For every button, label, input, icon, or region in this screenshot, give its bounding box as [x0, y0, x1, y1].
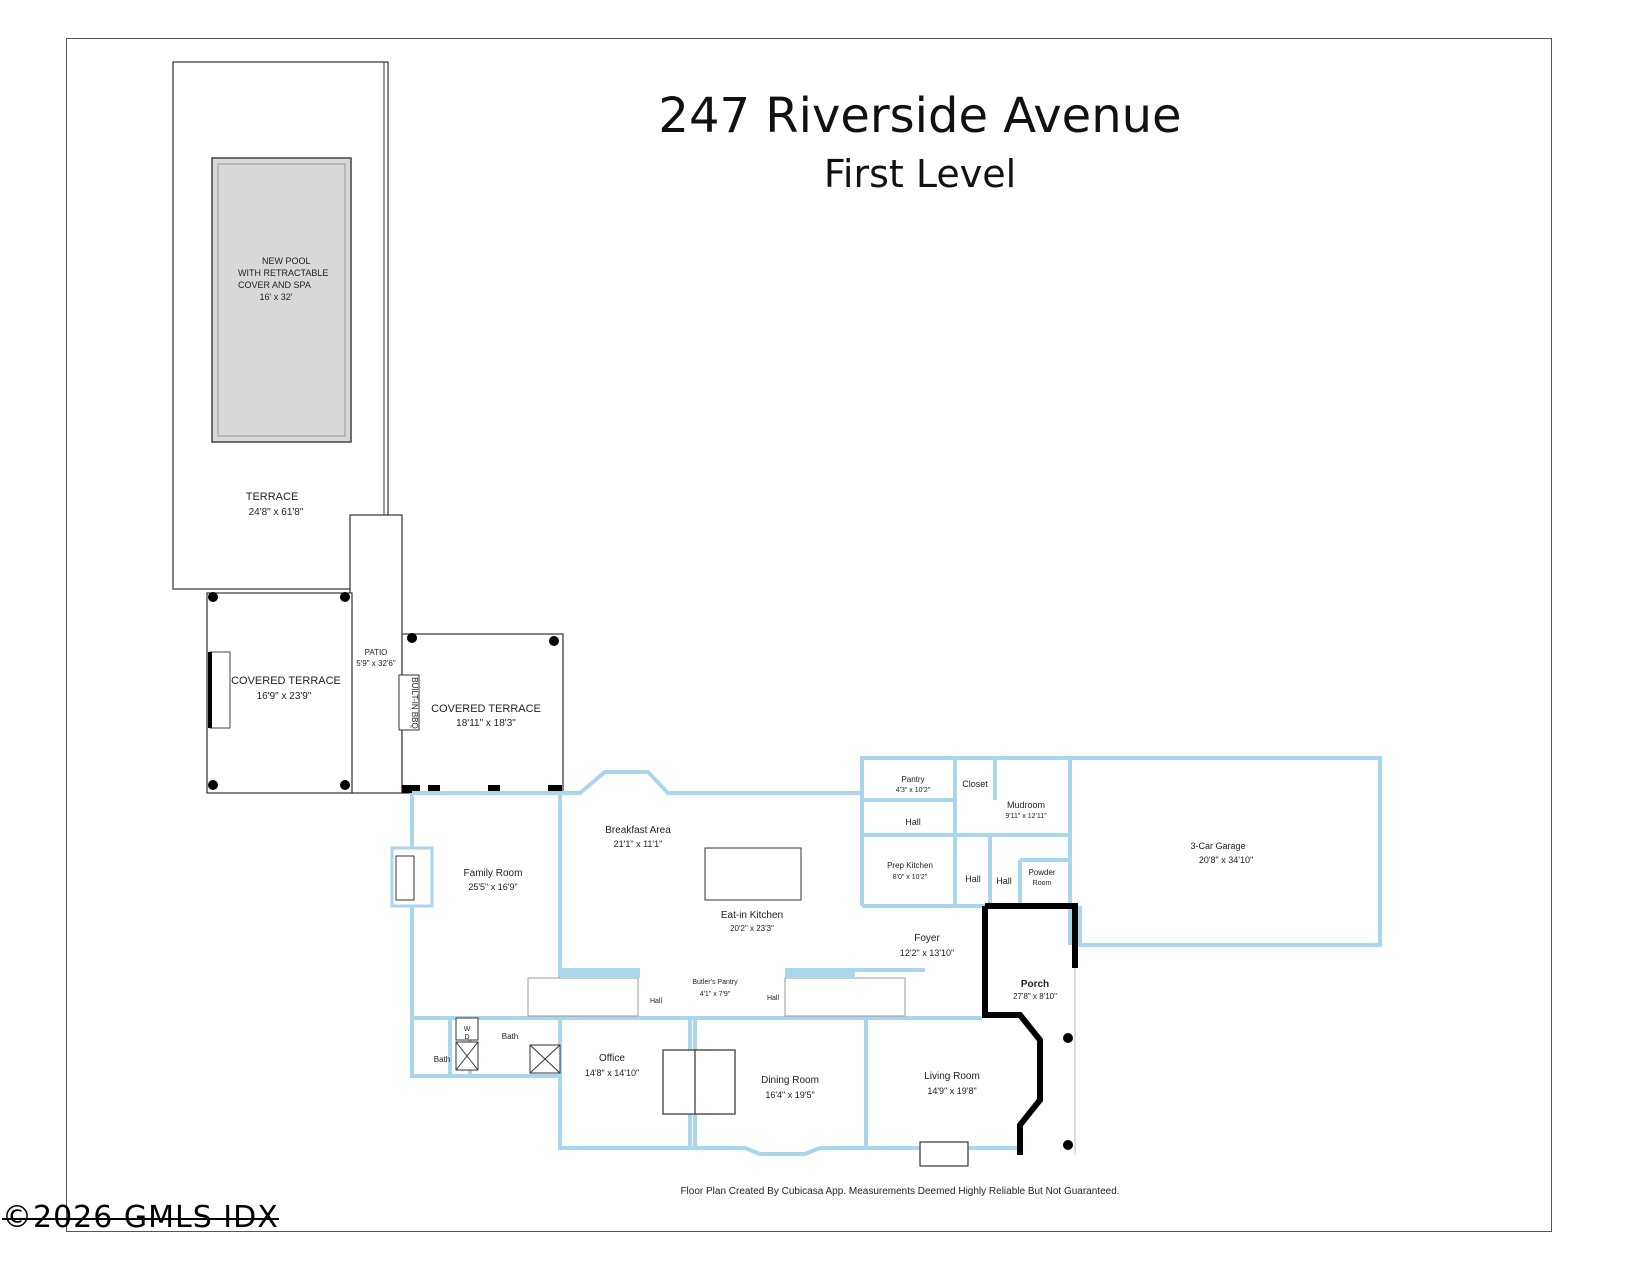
- hall-mid1-label: Hall: [965, 874, 981, 884]
- covered-terrace-left-area: [206, 592, 353, 794]
- office-dims: 14'8" x 14'10": [585, 1068, 639, 1078]
- eat-in-kitchen-label: Eat-in Kitchen: [721, 910, 783, 921]
- covered-terrace-left-dims: 16'9" x 23'9": [257, 691, 312, 702]
- svg-text:COVER AND SPA: COVER AND SPA: [238, 280, 311, 290]
- prep-kitchen-label: Prep Kitchen: [887, 861, 933, 870]
- patio-label: PATIO: [365, 648, 388, 657]
- mudroom-label: Mudroom: [1007, 800, 1045, 810]
- terrace-area: [172, 61, 389, 590]
- office-label: Office: [599, 1053, 625, 1064]
- powder-room-label-2: Room: [1033, 880, 1052, 887]
- dining-room-dims: 16'4" x 19'5": [765, 1090, 814, 1100]
- living-room-dims: 14'9" x 19'8": [927, 1086, 976, 1096]
- hall-upper-label: Hall: [905, 817, 921, 827]
- living-room-label: Living Room: [924, 1071, 980, 1082]
- plan-address-title: 247 Riverside Avenue: [658, 88, 1182, 144]
- watermark: ©2026 GMLS IDX: [2, 1200, 279, 1235]
- garage-dims: 20'8" x 34'10": [1199, 855, 1253, 865]
- pantry-dims: 4'3" x 10'2": [896, 787, 931, 794]
- bath-left-label: Bath: [434, 1055, 450, 1064]
- washer-label: W: [464, 1026, 471, 1033]
- house-walls: [410, 756, 1382, 1156]
- family-room-label: Family Room: [464, 868, 523, 879]
- terrace-label: TERRACE: [246, 491, 299, 503]
- mudroom-dims: 9'11" x 12'11": [1005, 813, 1047, 820]
- hall-small-left-label: Hall: [650, 998, 663, 1005]
- garage-label: 3-Car Garage: [1190, 841, 1245, 851]
- builtin-bbq-label: BUILT-IN BBQ: [410, 677, 419, 728]
- hall-small-right-label: Hall: [767, 995, 780, 1002]
- foyer-dims: 12'2" x 13'10": [900, 948, 954, 958]
- porch-label: Porch: [1021, 979, 1049, 990]
- closet-label: Closet: [962, 779, 988, 789]
- prep-kitchen-dims: 8'0" x 10'2": [893, 874, 928, 881]
- porch-wall: [985, 903, 1078, 968]
- dining-room-label: Dining Room: [761, 1075, 819, 1086]
- breakfast-area-label: Breakfast Area: [605, 825, 671, 836]
- dryer-label: D: [464, 1034, 469, 1041]
- covered-terrace-left-label: COVERED TERRACE: [231, 675, 341, 687]
- butlers-pantry-dims: 4'1" x 7'9": [700, 991, 731, 998]
- covered-terrace-right-dims: 18'11" x 18'3": [456, 718, 516, 729]
- breakfast-area-dims: 21'1" x 11'1": [614, 839, 663, 849]
- foyer-label: Foyer: [914, 933, 940, 944]
- svg-text:NEW POOL: NEW POOL: [262, 256, 311, 266]
- bath-right-label: Bath: [502, 1032, 518, 1041]
- covered-terrace-right-area: [401, 633, 564, 794]
- patio-dims: 5'9" x 32'6": [356, 659, 396, 668]
- pool-shape: [211, 157, 352, 443]
- svg-text:16' x 32': 16' x 32': [260, 292, 293, 302]
- butlers-pantry-label: Butler's Pantry: [692, 979, 738, 986]
- plan-level-subtitle: First Level: [823, 152, 1017, 196]
- page-frame: [66, 38, 1552, 1232]
- pantry-label: Pantry: [901, 775, 924, 784]
- powder-room-label: Powder: [1028, 868, 1055, 877]
- covered-terrace-right-label: COVERED TERRACE: [431, 703, 541, 715]
- hall-mid2-label: Hall: [996, 876, 1012, 886]
- svg-text:WITH RETRACTABLE: WITH RETRACTABLE: [238, 268, 328, 278]
- family-room-dims: 25'5" x 16'9": [468, 882, 517, 892]
- pool-label: NEW POOL WITH RETRACTABLE COVER AND SPA …: [238, 256, 328, 302]
- disclaimer-footer: Floor Plan Created By Cubicasa App. Meas…: [680, 1186, 1120, 1197]
- porch-dims: 27'8" x 8'10": [1013, 992, 1057, 1001]
- terrace-dims: 24'8" x 61'8": [249, 507, 304, 518]
- eat-in-kitchen-dims: 20'2" x 23'3": [730, 924, 774, 933]
